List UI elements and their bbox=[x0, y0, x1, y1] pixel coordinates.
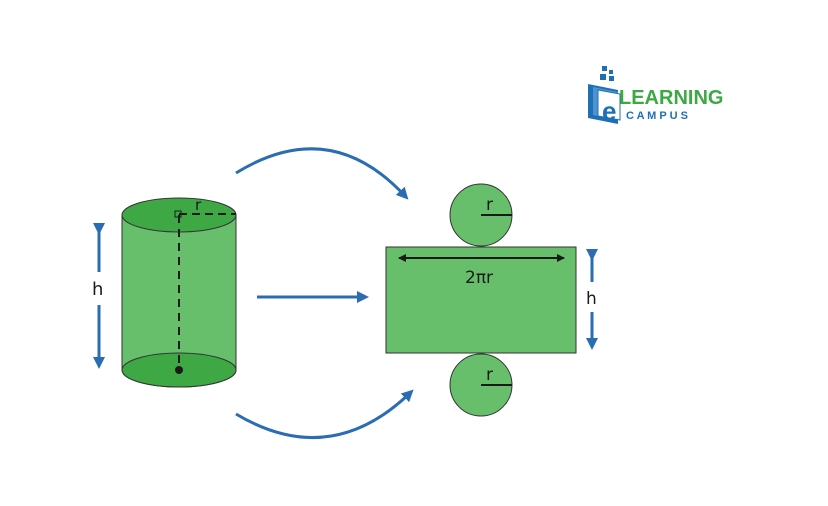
arrow-to-top-circle bbox=[235, 147, 409, 200]
right-angle-marker bbox=[174, 210, 182, 218]
net-bottom-circle-label: r bbox=[486, 365, 493, 385]
net-top-circle-label: r bbox=[486, 195, 493, 215]
elearning-campus-logo: e LEARNING C A M P U S bbox=[588, 66, 723, 126]
rect-width-label: 2πr bbox=[465, 268, 493, 288]
net-height-indicator: h bbox=[586, 249, 598, 350]
cylinder-height-label: h bbox=[92, 279, 103, 300]
net-rectangle: 2πr bbox=[385, 246, 577, 354]
net-height-label: h bbox=[586, 289, 597, 309]
net-top-circle: r bbox=[449, 183, 513, 247]
logo-letter: e bbox=[602, 96, 616, 126]
arrow-to-bottom-circle bbox=[235, 389, 414, 440]
logo-line2: C A M P U S bbox=[626, 110, 688, 122]
cylinder: r bbox=[121, 196, 237, 388]
logo-line1: LEARNING bbox=[619, 87, 723, 109]
cylinder-radius-label: r bbox=[195, 196, 202, 214]
net-bottom-circle: r bbox=[449, 353, 513, 417]
cylinder-center-dot bbox=[175, 366, 183, 374]
logo-pixel-icon bbox=[600, 66, 614, 81]
logo-book-icon bbox=[588, 84, 621, 124]
cylinder-height-indicator: h bbox=[92, 223, 105, 369]
